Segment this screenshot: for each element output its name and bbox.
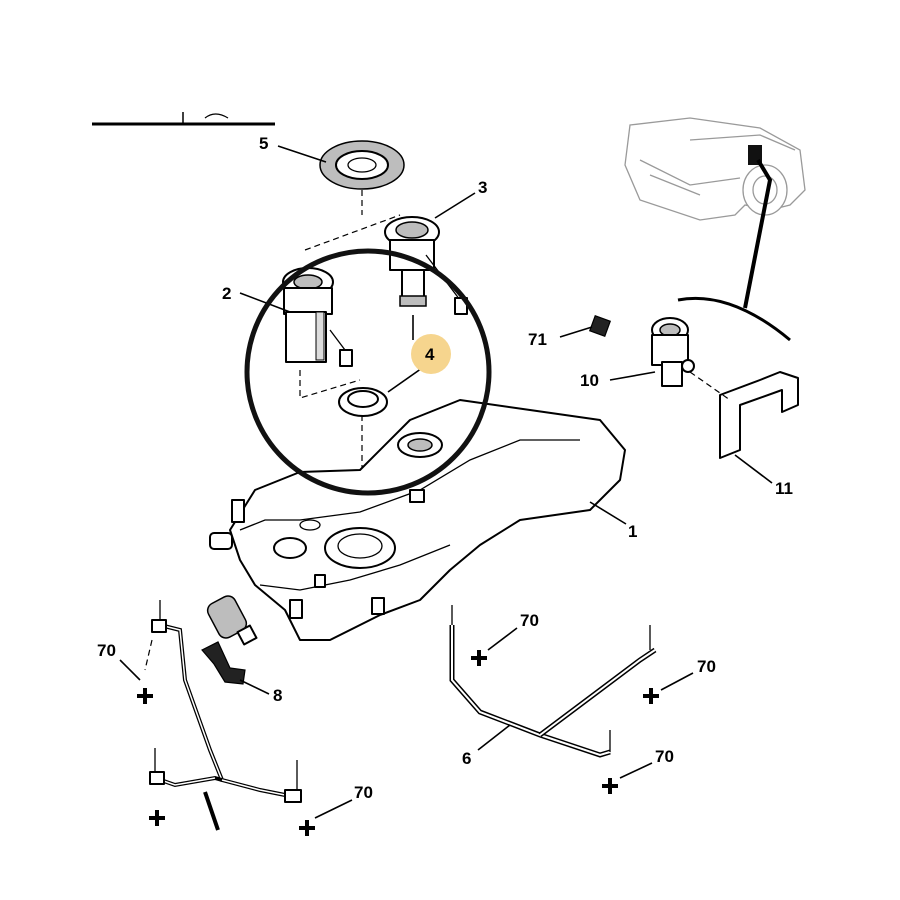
part-filter-bracket (201, 641, 246, 685)
callout-8: 8 (273, 686, 282, 705)
callout-70-left: 70 (97, 641, 116, 660)
callout-labels: 1 2 3 4 5 6 8 10 11 70 70 70 70 70 71 (97, 134, 793, 802)
vehicle-outline (624, 117, 806, 221)
part-level-sender (384, 216, 468, 340)
callout-6: 6 (462, 749, 471, 768)
callout-3: 3 (478, 178, 487, 197)
part-tank-strap (449, 605, 657, 758)
callout-71: 71 (528, 330, 547, 349)
part-bracket (689, 371, 799, 459)
callout-4: 4 (425, 345, 435, 364)
part-seal (338, 387, 388, 417)
callout-10: 10 (580, 371, 599, 390)
callout-70-strap-bottom: 70 (655, 747, 674, 766)
callout-5: 5 (259, 134, 268, 153)
header-rule (92, 112, 275, 126)
leader-lines (119, 145, 773, 819)
part-filler-neck (651, 317, 695, 387)
callout-2: 2 (222, 284, 231, 303)
callout-70-strap-right: 70 (697, 657, 716, 676)
fuel-lines (144, 600, 302, 831)
part-grommet (588, 314, 612, 338)
part-fuel-filter (206, 595, 258, 646)
callout-70-strap-top: 70 (520, 611, 539, 630)
emphasis-circle (244, 248, 492, 496)
highlight-marker (411, 334, 451, 374)
part-fuel-tank (209, 399, 626, 641)
part-fuel-pump (282, 267, 361, 399)
callout-11: 11 (775, 479, 793, 498)
part-locking-ring (319, 140, 405, 215)
location-pointer (677, 158, 791, 342)
callout-1: 1 (628, 522, 637, 541)
bolt-symbols (137, 650, 659, 836)
callout-70-bottom: 70 (354, 783, 373, 802)
